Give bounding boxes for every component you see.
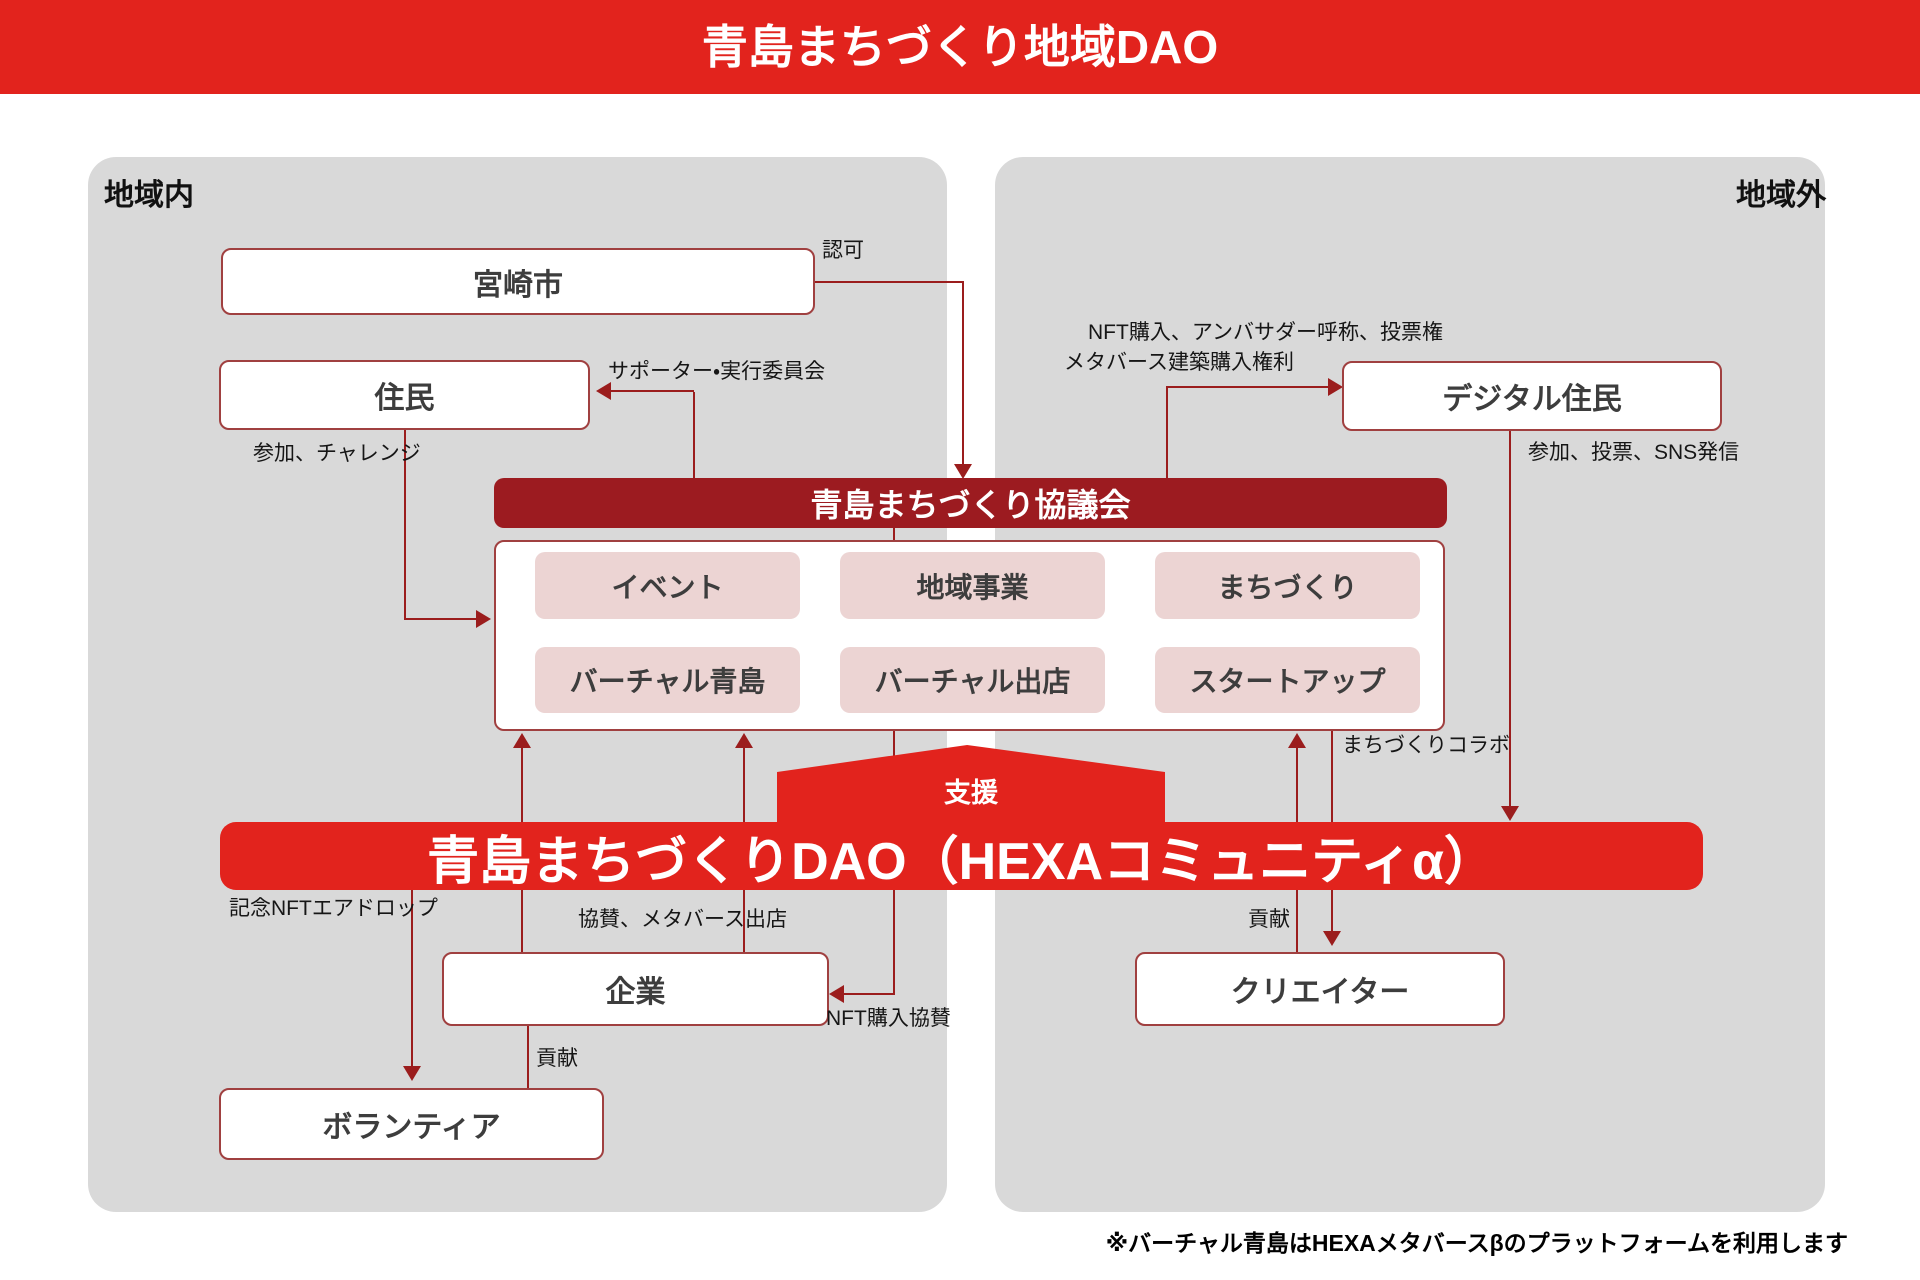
connector-approval-horizontal [815, 281, 963, 283]
node-volunteer: ボランティア [219, 1088, 604, 1160]
arrowhead-up-icon [513, 733, 531, 748]
edge-label-memorial-nft: 記念NFTエアドロップ [229, 897, 438, 920]
arrowhead-down-icon [1323, 931, 1341, 946]
project-event: イベント [535, 552, 800, 619]
arrowhead-down-icon [1501, 806, 1519, 821]
connector-participate-horizontal [404, 618, 476, 620]
edge-label-participate-challenge: 参加、チャレンジ [253, 442, 421, 465]
connector-nft-sponsorship-horizontal [842, 993, 895, 995]
footnote: ※バーチャル青島はHEXAメタバースβのプラットフォームを利用します [1105, 1230, 1848, 1256]
edge-label-nft-sponsorship: NFT購入協賛 [826, 1007, 951, 1030]
arrowhead-up-icon [735, 733, 753, 748]
edge-label-sponsorship: 協賛、メタバース出店 [578, 908, 787, 931]
node-company-label: 企業 [605, 976, 666, 1009]
title-banner: 青島まちづくり地域DAO [0, 0, 1920, 94]
connector-nft-arm-horizontal [1166, 386, 1328, 388]
connector-participate-vertical [404, 430, 406, 619]
connector-memorial-nft-vertical [411, 890, 413, 1066]
arrowhead-down-icon [403, 1066, 421, 1081]
project-virtual-shop: バーチャル出店 [840, 647, 1105, 713]
edge-label-participate-vote: 参加、投票、SNS発信 [1528, 441, 1740, 464]
dao-bar: 青島まちづくりDAO（HEXAコミュニティα） [220, 822, 1703, 891]
node-miyazaki-city: 宮崎市 [221, 248, 815, 315]
project-regional-business: 地域事業 [840, 552, 1105, 619]
project-machizukuri: まちづくり [1155, 552, 1420, 619]
node-resident-label: 住民 [374, 382, 435, 415]
edge-label-machizukuri-collab: まちづくりコラボ [1342, 734, 1510, 757]
node-resident: 住民 [219, 360, 590, 430]
connector-sns-vertical [1509, 431, 1511, 806]
node-creator-label: クリエイター [1230, 976, 1410, 1009]
project-startup: スタートアップ [1155, 647, 1420, 713]
arrowhead-left-icon [829, 985, 844, 1003]
node-digital-resident-label: デジタル住民 [1442, 383, 1622, 416]
edge-label-supporter: サポーター・実行委員会 [608, 360, 826, 383]
node-company: 企業 [442, 952, 829, 1026]
edge-label-contribution-left: 貢献 [536, 1047, 578, 1070]
arrowhead-up-icon [1288, 733, 1306, 748]
connector-approval-vertical [962, 281, 964, 467]
connector-contribution-left-vertical [527, 1026, 529, 1088]
node-volunteer-label: ボランティア [322, 1111, 501, 1144]
arrowhead-left-icon [596, 382, 611, 400]
connector-supporter-horizontal [610, 390, 694, 392]
council-bar: 青島まちづくり協議会 [494, 478, 1447, 528]
node-miyazaki-city-label: 宮崎市 [473, 268, 563, 302]
dao-bar-label: 青島まちづくりDAO（HEXAコミュニティα） [427, 832, 1496, 891]
edge-label-nft-purchase: NFT購入、アンバサダー呼称、投票権 [1088, 321, 1443, 344]
edge-label-contribution-right: 貢献 [1248, 908, 1290, 931]
edge-label-metaverse-right: メタバース建築購入権利 [1064, 351, 1294, 374]
node-creator: クリエイター [1135, 952, 1505, 1026]
connector-nft-arm-vertical [1166, 387, 1168, 478]
region-label-inside: 地域内 [104, 179, 194, 212]
connector-supporter-vertical [693, 392, 695, 479]
arrowhead-down-icon [954, 464, 972, 479]
connector-nft-sponsorship-stub [893, 528, 895, 540]
project-virtual-aoshima: バーチャル青島 [535, 647, 800, 713]
support-arrow-label: 支援 [944, 778, 998, 808]
node-digital-resident: デジタル住民 [1342, 361, 1722, 431]
edge-label-approval: 認可 [822, 239, 864, 262]
region-label-outside: 地域外 [1736, 179, 1826, 212]
arrowhead-right-icon [476, 610, 491, 628]
arrowhead-right-icon [1328, 378, 1343, 396]
page-title: 青島まちづくり地域DAO [701, 21, 1219, 73]
council-bar-label: 青島まちづくり協議会 [810, 487, 1131, 523]
